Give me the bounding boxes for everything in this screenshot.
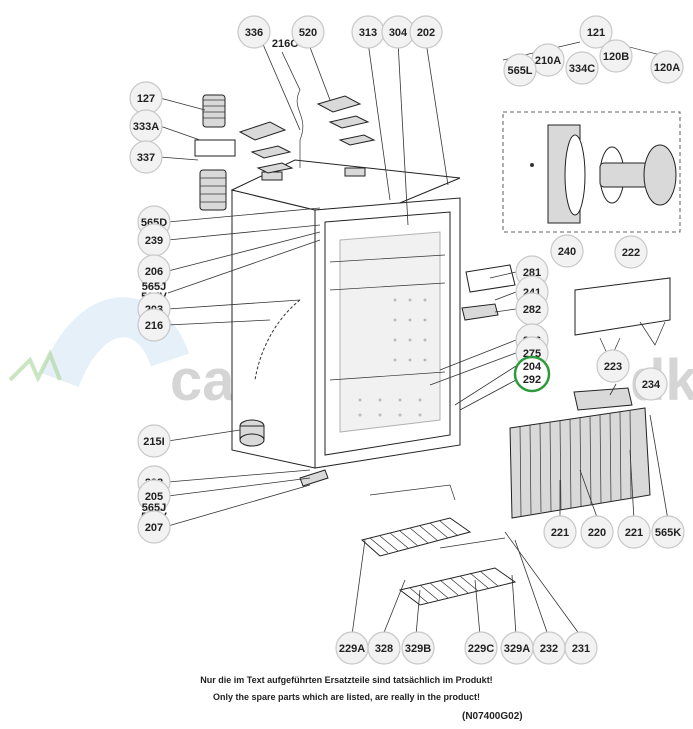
part-label: 202 [409, 15, 443, 49]
part-label: 282 [515, 292, 549, 326]
part-label: 220 [580, 515, 614, 549]
part-label: 206 [137, 254, 171, 288]
drawing-code: (N07400G02) [462, 711, 523, 722]
foot-part [239, 419, 329, 487]
part-label: 565L [503, 53, 537, 87]
svg-text:205: 205 [145, 491, 163, 503]
part-label: 127 [129, 81, 163, 115]
part-label: 120B [599, 39, 633, 73]
svg-text:565L: 565L [507, 65, 532, 77]
svg-text:281: 281 [523, 267, 541, 279]
part-label: 334C [565, 51, 599, 85]
svg-text:207: 207 [145, 522, 163, 534]
part-label: 337 [129, 140, 163, 174]
svg-text:328: 328 [375, 643, 393, 655]
svg-text:120A: 120A [654, 62, 680, 74]
part-labels: 336 216C 520 313 304 202 121 210A 565L 3… [129, 15, 685, 665]
svg-text:282: 282 [523, 304, 541, 316]
part-label: 222 [614, 235, 648, 269]
part-label: 565J [142, 281, 166, 293]
highlighted-part-label: 204 292 [513, 355, 551, 393]
flue-pipe-assembly [194, 94, 236, 211]
part-label: 216C [272, 38, 298, 50]
part-label: 329B [401, 631, 435, 665]
part-label: 231 [564, 631, 598, 665]
svg-text:334C: 334C [569, 63, 595, 75]
leader-lines [159, 41, 669, 636]
svg-text:206: 206 [145, 266, 163, 278]
part-label: 304 [381, 15, 415, 49]
svg-text:565K: 565K [655, 527, 681, 539]
part-label: 221 [543, 515, 577, 549]
svg-text:222: 222 [622, 247, 640, 259]
wire-shelves [360, 484, 517, 606]
svg-text:231: 231 [572, 643, 590, 655]
part-label: 207 [137, 510, 171, 544]
part-label: 328 [367, 631, 401, 665]
svg-text:229C: 229C [468, 643, 494, 655]
svg-text:221: 221 [625, 527, 643, 539]
svg-text:210A: 210A [535, 55, 561, 67]
part-label: 239 [137, 223, 171, 257]
svg-text:329B: 329B [405, 643, 431, 655]
part-label: 240 [550, 234, 584, 268]
part-label: 520 [291, 15, 325, 49]
cooling-fins [509, 407, 651, 519]
part-label: 313 [351, 15, 385, 49]
part-label: 229C [464, 631, 498, 665]
svg-text:234: 234 [642, 379, 661, 391]
svg-text:202: 202 [417, 27, 435, 39]
handle-detail-inset [502, 41, 681, 233]
svg-text:313: 313 [359, 27, 377, 39]
part-label: 565J [142, 502, 166, 514]
svg-text:121: 121 [587, 27, 605, 39]
part-label: 120A [650, 50, 684, 84]
part-label: 216 [137, 308, 171, 342]
part-label: 336 [237, 15, 271, 49]
svg-text:292: 292 [523, 374, 541, 386]
svg-text:216: 216 [145, 320, 163, 332]
svg-text:215I: 215I [143, 436, 164, 448]
svg-text:232: 232 [540, 643, 558, 655]
top-vent-parts [238, 89, 376, 174]
svg-text:336: 336 [245, 27, 263, 39]
svg-text:337: 337 [137, 152, 155, 164]
part-label: 221 [617, 515, 651, 549]
fridge-cabinet [230, 159, 461, 469]
right-side-parts [461, 264, 671, 411]
svg-text:520: 520 [299, 27, 317, 39]
svg-text:240: 240 [558, 246, 576, 258]
part-label: 232 [532, 631, 566, 665]
part-label: 121 [579, 15, 613, 49]
svg-text:229A: 229A [339, 643, 365, 655]
svg-text:223: 223 [604, 361, 622, 373]
part-label: 234 [634, 367, 668, 401]
svg-text:239: 239 [145, 235, 163, 247]
svg-text:127: 127 [137, 93, 155, 105]
part-label: 229A [335, 631, 369, 665]
part-label: 215I [137, 424, 171, 458]
note-english: Only the spare parts which are listed, a… [212, 692, 481, 702]
svg-text:220: 220 [588, 527, 606, 539]
svg-text:333A: 333A [133, 121, 159, 133]
part-label: 329A [500, 631, 534, 665]
svg-text:120B: 120B [603, 51, 629, 63]
part-label: 565K [651, 515, 685, 549]
svg-text:304: 304 [389, 27, 408, 39]
svg-text:204: 204 [523, 361, 542, 373]
part-label: 223 [596, 349, 630, 383]
svg-text:329A: 329A [504, 643, 530, 655]
svg-text:221: 221 [551, 527, 569, 539]
note-german: Nur die im Text aufgeführten Ersatzteile… [200, 675, 493, 685]
part-label: 210A [531, 43, 565, 77]
part-label: 333A [129, 109, 163, 143]
